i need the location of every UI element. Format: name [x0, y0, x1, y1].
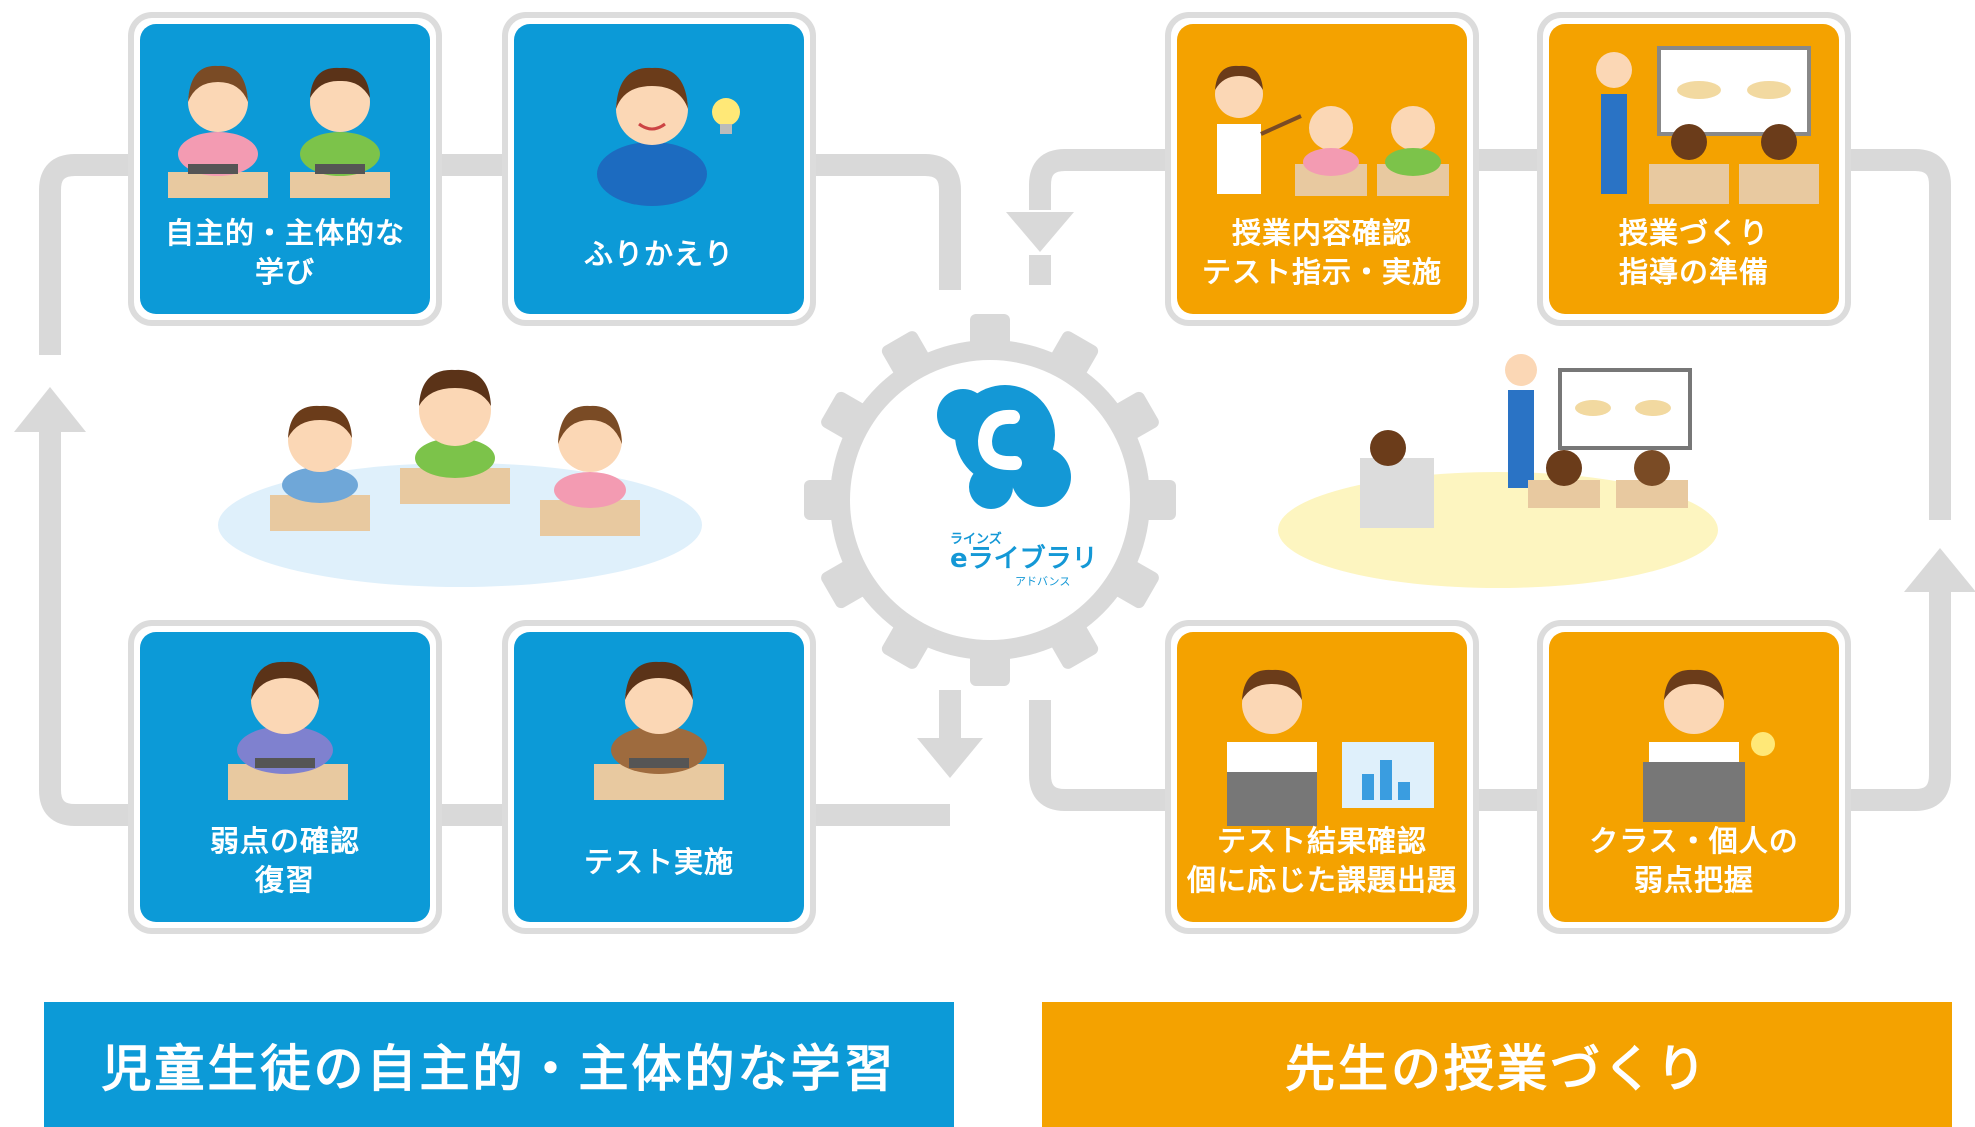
teacher-laptop-illustration — [1643, 669, 1775, 822]
right-loop-bottom-path — [1029, 590, 1951, 811]
student-test-illustration — [594, 661, 724, 800]
teacher-explaining-illustration — [1215, 65, 1449, 196]
card-class-content-check: 授業内容確認テスト指示・実施 — [1165, 12, 1479, 326]
card-autonomous-learning: 自主的・主体的な学び — [128, 12, 442, 326]
card-label: テスト結果確認個に応じた課題出題 — [1186, 824, 1457, 897]
right-down-arrowhead — [1006, 212, 1074, 252]
logo-sub-text: アドバンス — [1015, 575, 1070, 588]
card-lesson-preparation: 授業づくり指導の準備 — [1537, 12, 1851, 326]
card-test-execution: テスト実施 — [502, 620, 816, 934]
card-label: 授業づくり指導の準備 — [1618, 216, 1769, 289]
gear-logo: ラインズ eライブラリ アドバンス — [804, 314, 1176, 686]
card-label: ふりかえり — [583, 237, 734, 271]
right-loop-path — [1029, 149, 1951, 520]
student-lightbulb-illustration — [597, 67, 740, 206]
card-label: クラス・個人の弱点把握 — [1589, 824, 1799, 897]
classroom-scene — [1278, 354, 1718, 588]
left-loop-path — [39, 154, 961, 355]
students-tablet-illustration — [168, 65, 390, 198]
card-weakness-review: 弱点の確認復習 — [128, 620, 442, 934]
card-reflection: ふりかえり — [502, 12, 816, 326]
card-label: 自主的・主体的な学び — [164, 216, 405, 289]
lightbulb-icon — [1751, 732, 1775, 756]
teacher-analysis-illustration — [1227, 669, 1434, 826]
card-label: テスト実施 — [583, 845, 734, 879]
left-down-arrowhead — [917, 738, 983, 778]
students-group-scene — [218, 369, 702, 587]
logo-main-text: eライブラリ — [950, 543, 1098, 574]
left-loop-bottom-path — [39, 430, 950, 826]
lightbulb-icon — [712, 98, 740, 126]
student-learning-banner: 児童生徒の自主的・主体的な学習 — [44, 1002, 954, 1127]
classroom-board-illustration — [1596, 46, 1819, 204]
card-label: 授業内容確認テスト指示・実施 — [1201, 216, 1442, 289]
card-weakness-grasp: クラス・個人の弱点把握 — [1537, 620, 1851, 934]
left-up-arrowhead — [14, 387, 86, 432]
card-label: 弱点の確認復習 — [209, 824, 360, 897]
student-study-illustration — [228, 661, 348, 800]
logo-small-text: ラインズ — [950, 531, 1002, 547]
teacher-lesson-banner: 先生の授業づくり — [1042, 1002, 1952, 1127]
right-up-arrowhead — [1904, 548, 1975, 592]
e-library-logo-mark — [937, 385, 1071, 509]
card-test-result-check: テスト結果確認個に応じた課題出題 — [1165, 620, 1479, 934]
